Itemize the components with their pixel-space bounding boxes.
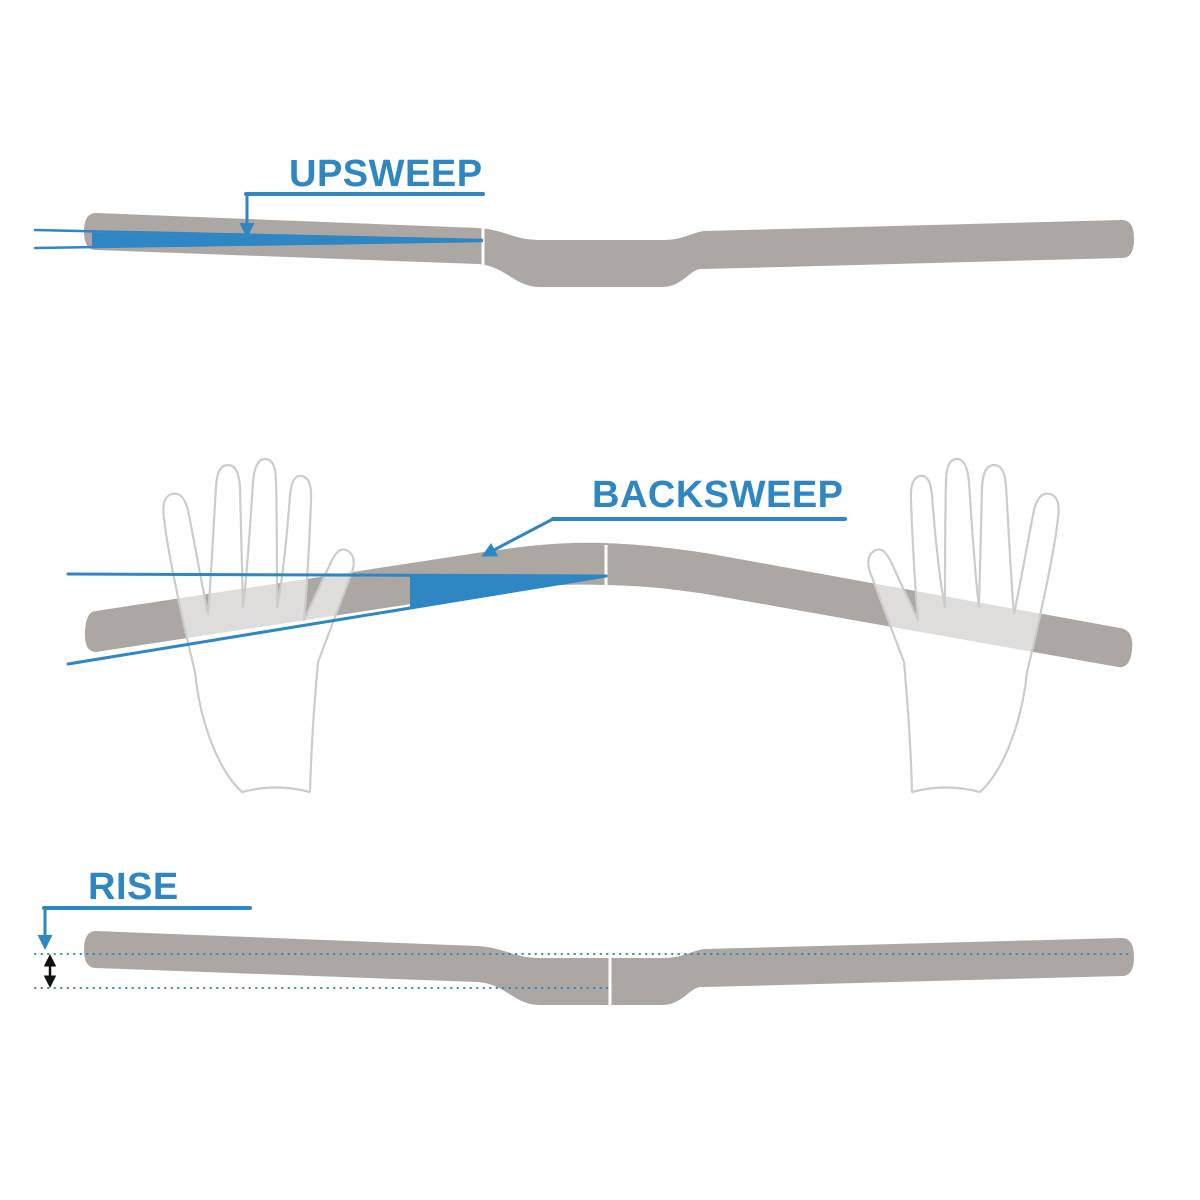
- upsweep-angle-wedge: [92, 232, 482, 248]
- rise-label: RISE: [88, 866, 179, 908]
- backsweep-reference-line-diagonal: [66, 574, 608, 666]
- backsweep-label: BACKSWEEP: [592, 474, 844, 516]
- backsweep-angle-wedge: [410, 575, 606, 608]
- rise-annotations: [34, 906, 1129, 989]
- backsweep-annotations: [66, 517, 847, 666]
- upsweep-reference-line-top: [33, 228, 484, 242]
- right-hand-outline: [867, 457, 1060, 794]
- hands: [162, 457, 1060, 794]
- rise-figure: RISE: [34, 866, 1134, 1006]
- upsweep-figure: UPSWEEP: [33, 153, 1134, 287]
- upsweep-label: UPSWEEP: [289, 153, 483, 195]
- backsweep-pointer-arrow: [481, 517, 555, 557]
- handlebar-front-view: [84, 213, 1134, 287]
- upsweep-annotations: [33, 192, 485, 250]
- backsweep-figure: BACKSWEEP: [66, 457, 1133, 794]
- left-hand-outline: [162, 457, 355, 794]
